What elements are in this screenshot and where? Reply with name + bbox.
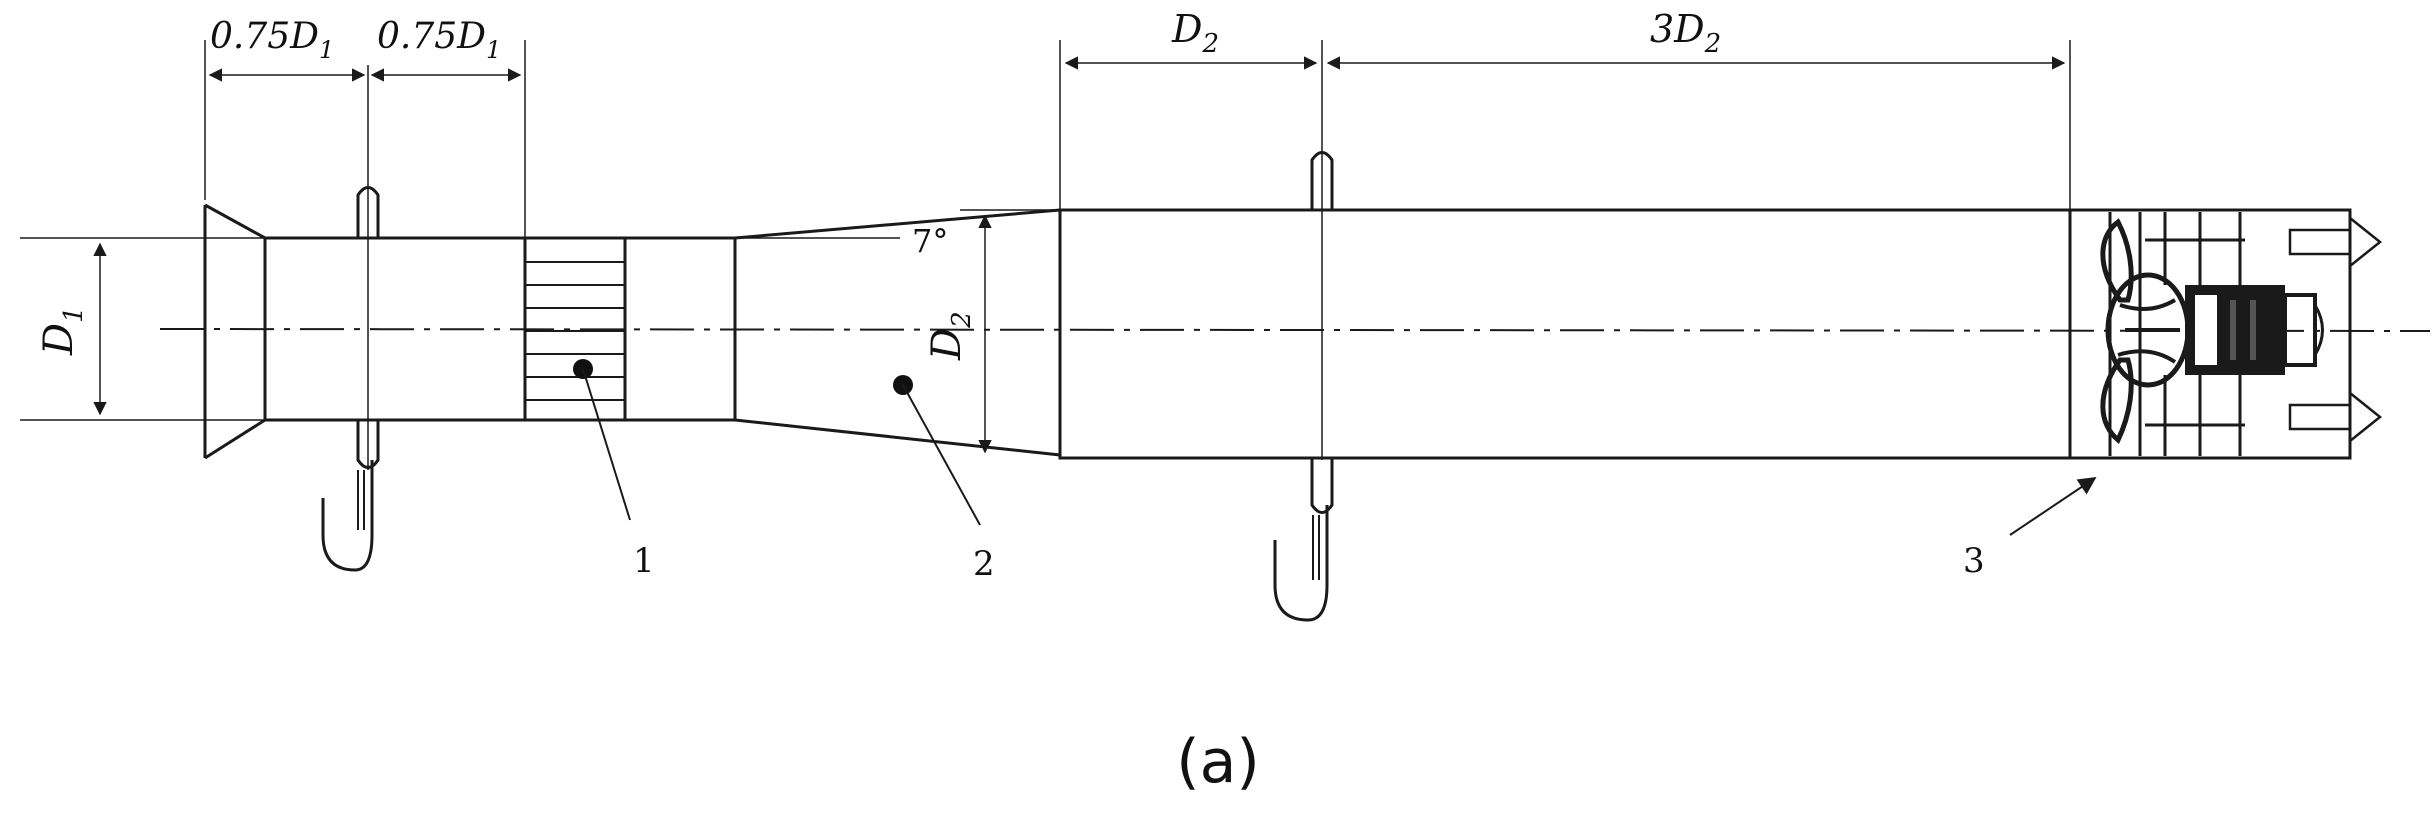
leader-line-2 — [902, 384, 981, 526]
figure-caption: (a) — [1176, 727, 1260, 797]
inlet-bellmouth — [203, 203, 266, 460]
dimension-d2 — [1059, 40, 1318, 210]
dimension-3d2 — [1326, 40, 2071, 210]
component-label-1: 1 — [633, 541, 655, 581]
fan-blade-top — [2100, 218, 2134, 303]
leader-line-3 — [2009, 476, 2097, 536]
dim-label-diameter-1: D1 — [36, 306, 89, 356]
dim-label-3d2: 3D2 — [1650, 7, 1721, 59]
component-label-3: 3 — [1963, 541, 1985, 581]
dim-label-diameter-2: D2 — [924, 311, 977, 361]
fan-blade-bottom — [2100, 357, 2134, 444]
component-label-2: 2 — [973, 544, 995, 584]
duct-section — [623, 236, 737, 422]
motor-endcap — [2283, 293, 2317, 367]
test-duct — [1058, 208, 2072, 460]
dim-label-0.75d1-a: 0.75D1 — [210, 16, 334, 64]
outlet-arrow-bottom — [2288, 390, 2383, 444]
fan-housing — [2068, 208, 2352, 460]
dim-label-d2: D2 — [1171, 7, 1219, 59]
angle-label: 7° — [912, 222, 948, 260]
outlet-arrow-top — [2288, 215, 2383, 269]
dimension-0.75d1-a — [204, 40, 526, 238]
leader-line-1 — [582, 368, 631, 521]
dim-label-0.75d1-b: 0.75D1 — [377, 16, 501, 64]
diffuser — [734, 208, 1061, 457]
pressure-probe-2 — [1273, 40, 1334, 622]
pressure-probe-1 — [321, 65, 380, 572]
centerline — [159, 328, 2431, 332]
